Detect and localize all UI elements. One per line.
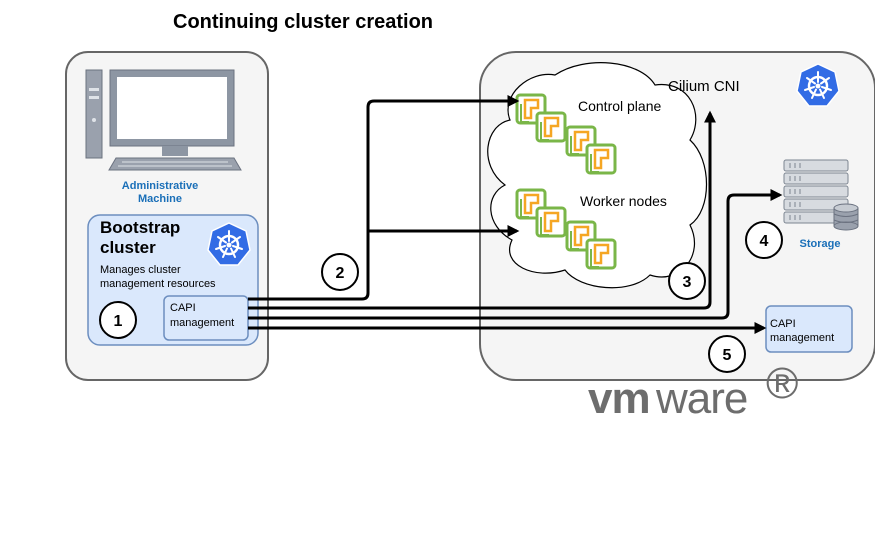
vmware-logo-light: ware [655, 374, 747, 423]
step-2-number: 2 [336, 265, 345, 282]
vmware-logo-registered: ® [766, 359, 798, 408]
step-2-badge [321, 253, 359, 291]
step-5-number: 5 [723, 347, 732, 364]
bootstrap-title-1: Bootstrap [100, 218, 180, 237]
vmware-logo: vm ware ® [588, 359, 799, 423]
step-1-badge [99, 301, 137, 339]
diagram-title: Continuing cluster creation [173, 11, 433, 33]
step-3-badge [668, 262, 706, 300]
database-icon [833, 203, 859, 231]
worker-nodes-label: Worker nodes [580, 193, 667, 209]
target-capi-label-1: CAPI [770, 318, 796, 330]
admin-machine-label-1: Administrative [122, 180, 198, 192]
step-4-number: 4 [760, 233, 769, 250]
kubernetes-icon [206, 221, 252, 267]
arrow-to-storage [248, 189, 783, 320]
bootstrap-desc-1: Manages cluster [100, 264, 181, 276]
vmware-logo-bold: vm [588, 374, 650, 423]
bootstrap-capi-label-1: CAPI [170, 302, 196, 314]
step-5-badge [708, 335, 746, 373]
step-3-number: 3 [683, 274, 692, 291]
storage-label: Storage [800, 238, 841, 250]
control-plane-label: Control plane [578, 98, 661, 114]
step-4-badge [745, 221, 783, 259]
arrow-to-control-plane [248, 95, 520, 301]
arrow-to-cilium [248, 110, 716, 310]
computer-icon [85, 69, 242, 171]
step-1-number: 1 [114, 313, 123, 330]
target-capi-label-2: management [770, 332, 834, 344]
bootstrap-capi-label-2: management [170, 317, 234, 329]
vm-icon [585, 238, 617, 270]
storage-server-icon [783, 159, 849, 224]
vm-icon [535, 206, 567, 238]
bootstrap-title-2: cluster [100, 238, 156, 257]
kubernetes-icon [795, 62, 841, 108]
vm-icon [585, 143, 617, 175]
cilium-cni-label: Cilium CNI [668, 78, 740, 95]
vm-icon [535, 111, 567, 143]
admin-machine-label-2: Machine [138, 193, 182, 205]
bootstrap-desc-2: management resources [100, 278, 216, 290]
